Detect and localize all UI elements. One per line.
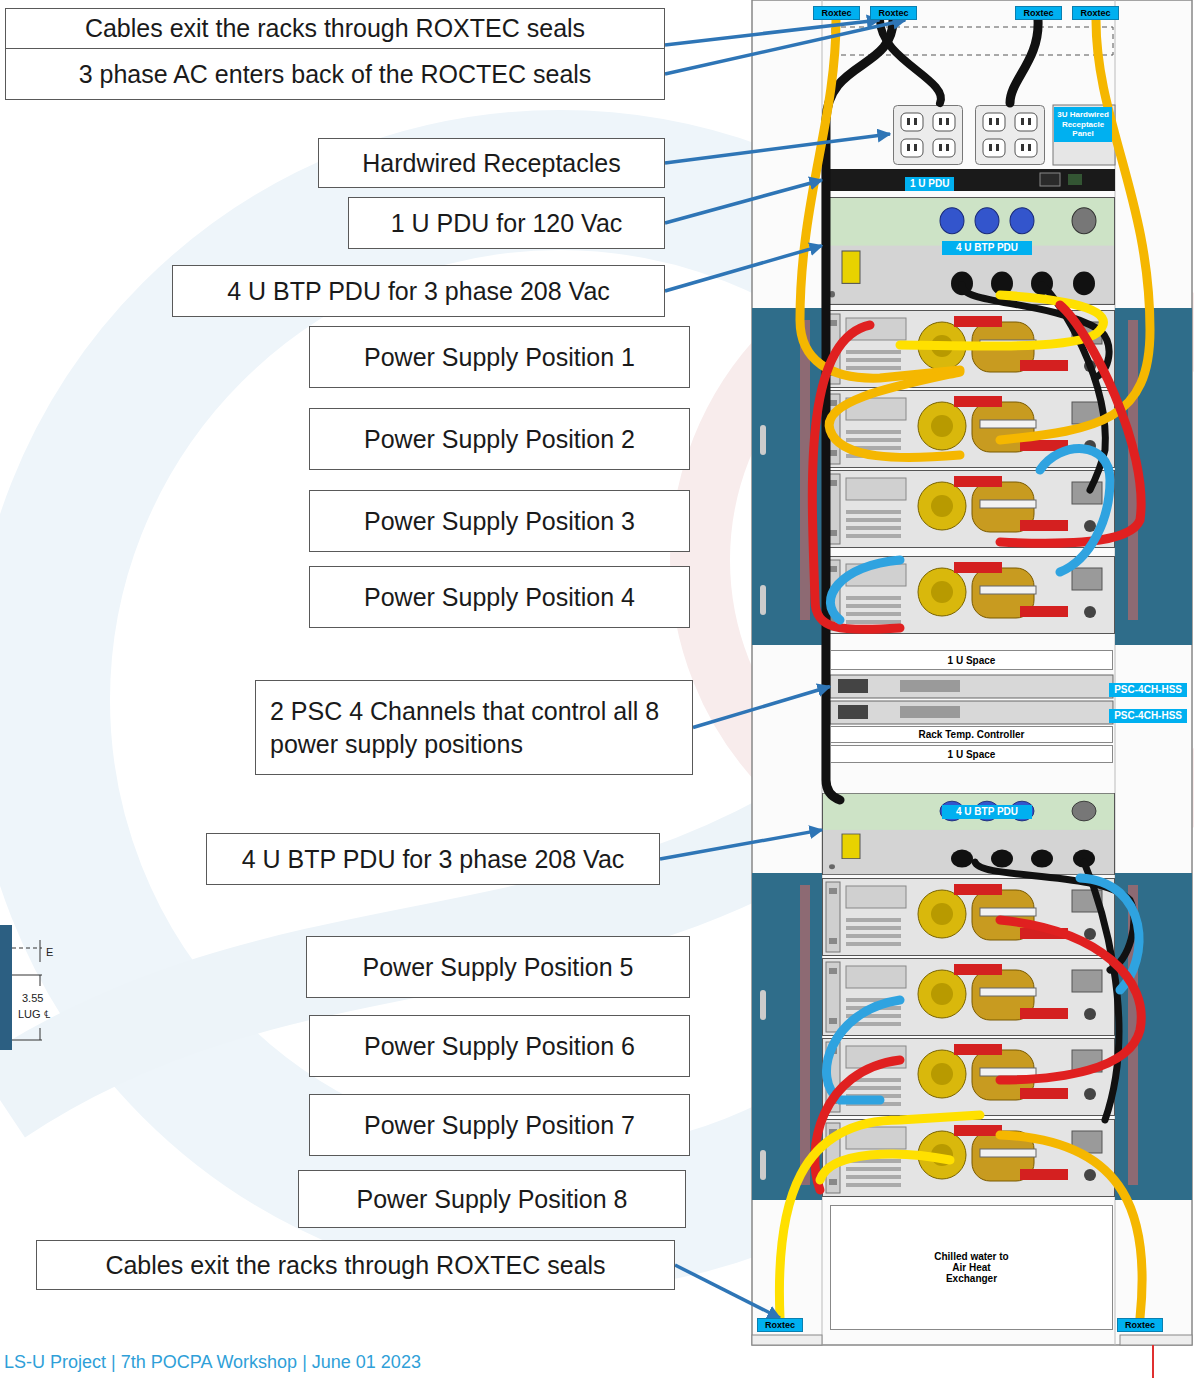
unit-label: 1 U PDU — [905, 177, 954, 191]
node-text: Power Supply Position 5 — [363, 953, 634, 982]
callout-arrow — [665, 20, 905, 74]
node-text: 3 phase AC enters back of the ROCTEC sea… — [79, 60, 592, 89]
node-text: Roxtec — [1125, 1320, 1155, 1330]
callout-arrow — [665, 246, 822, 291]
roxtec-seal-tag: Roxtec — [813, 6, 860, 20]
node-text: Rack Temp. Controller — [919, 729, 1025, 740]
node-text: 1 U Space — [948, 655, 996, 666]
node-text: Hardwired Receptacles — [362, 149, 620, 178]
rack-unit: PSC-4CH-HSS — [830, 701, 1187, 724]
unit-label: 4 U BTP PDU — [942, 241, 1032, 255]
callout-box: 2 PSC 4 Channels that control all 8 powe… — [255, 680, 693, 775]
node-text: Power Supply Position 6 — [364, 1032, 635, 1061]
callout-box: Power Supply Position 5 — [306, 936, 690, 998]
node-text: Power Supply Position 8 — [357, 1185, 628, 1214]
dimension-label: 3.55 — [22, 992, 43, 1004]
node-text: Roxtec — [878, 8, 908, 18]
callout-box: Power Supply Position 3 — [309, 490, 690, 552]
unit-label: PSC-4CH-HSS — [1109, 683, 1187, 697]
roxtec-seal-tag: Roxtec — [1117, 1318, 1163, 1332]
callout-box: Power Supply Position 6 — [309, 1015, 690, 1077]
roxtec-seal-tag: Roxtec — [1015, 6, 1062, 20]
side-panels — [752, 308, 1192, 1200]
callout-box: Power Supply Position 2 — [309, 408, 690, 470]
node-text: Power Supply Position 4 — [364, 583, 635, 612]
equipment — [822, 105, 1115, 1197]
node-text: Power Supply Position 7 — [364, 1111, 635, 1140]
roxtec-seal-tag: Roxtec — [1072, 6, 1119, 20]
callout-box: Power Supply Position 8 — [298, 1170, 686, 1228]
node-text: Cables exit the racks through ROXTEC sea… — [85, 14, 585, 43]
rack-unit: 4 U BTP PDU — [822, 197, 1115, 305]
callout-box: Cables exit the racks through ROXTEC sea… — [5, 8, 665, 49]
rack-space-panel: Rack Temp. Controller — [830, 726, 1113, 743]
callout-box: Power Supply Position 1 — [309, 326, 690, 388]
unit-label: 4 U BTP PDU — [942, 805, 1032, 819]
heat-exchanger-box: Chilled water to Air Heat Exchanger — [830, 1205, 1113, 1330]
node-text: 1 U PDU for 120 Vac — [391, 209, 623, 238]
label-holder: LUG ℄ — [18, 1004, 50, 1022]
callout-arrow — [693, 687, 830, 728]
footer-text: LS-U Project | 7th POCPA Workshop | June… — [4, 1352, 421, 1372]
node-text: 4 U BTP PDU for 3 phase 208 Vac — [227, 277, 610, 306]
callout-box: Power Supply Position 4 — [309, 566, 690, 628]
unit-label: PSC-4CH-HSS — [1109, 709, 1187, 723]
callout-box: 4 U BTP PDU for 3 phase 208 Vac — [172, 265, 665, 317]
callout-box: Power Supply Position 7 — [309, 1094, 690, 1156]
callout-arrow — [665, 134, 890, 163]
rack-unit: 4 U BTP PDU — [822, 793, 1115, 875]
dimension-snippet — [0, 925, 42, 1050]
node-text: Power Supply Position 1 — [364, 343, 635, 372]
callout-arrow — [675, 1265, 780, 1318]
rack-space-panel: 1 U Space — [830, 745, 1113, 763]
node-text: Roxtec — [765, 1320, 795, 1330]
callout-box: 4 U BTP PDU for 3 phase 208 Vac — [206, 833, 660, 885]
node-text: 4 U BTP PDU for 3 phase 208 Vac — [242, 845, 625, 874]
node-text: 1 U Space — [948, 749, 996, 760]
rack-space-panel: 1 U Space — [830, 650, 1113, 670]
callout-box: Cables exit the racks through ROXTEC sea… — [36, 1240, 675, 1290]
callout-box: 3 phase AC enters back of the ROCTEC sea… — [5, 48, 665, 100]
roxtec-seal-tag: Roxtec — [757, 1318, 803, 1332]
cables — [779, 20, 1150, 1318]
node-text: Cables exit the racks through ROXTEC sea… — [105, 1251, 605, 1280]
callout-arrow — [665, 180, 822, 223]
callout-box: Hardwired Receptacles — [318, 138, 665, 188]
label-holder: 3.55 — [22, 988, 43, 1006]
node-text: 2 PSC 4 Channels that control all 8 powe… — [270, 695, 678, 760]
dimension-label: E — [46, 946, 53, 958]
roxtec-seal-tag: Roxtec — [870, 6, 917, 20]
node-text: Chilled water to Air Heat Exchanger — [932, 1251, 1012, 1284]
unit-label: 3U Hardwired Receptacle Panel — [1054, 107, 1112, 142]
dimension-label: LUG ℄ — [18, 1008, 50, 1020]
label-holder: E — [46, 942, 53, 960]
label-holder: LS-U Project | 7th POCPA Workshop | June… — [4, 1352, 421, 1373]
node-text: Roxtec — [1023, 8, 1053, 18]
rack-unit: PSC-4CH-HSS — [830, 675, 1187, 698]
node-text: Power Supply Position 3 — [364, 507, 635, 536]
node-text: Roxtec — [1080, 8, 1110, 18]
callout-arrow — [660, 830, 822, 859]
rack-unit: 3U Hardwired Receptacle Panel — [890, 103, 1116, 165]
rack-unit: 1 U PDU — [822, 169, 1115, 191]
node-text: Roxtec — [821, 8, 851, 18]
node-text: Power Supply Position 2 — [364, 425, 635, 454]
callout-box: 1 U PDU for 120 Vac — [348, 197, 665, 249]
